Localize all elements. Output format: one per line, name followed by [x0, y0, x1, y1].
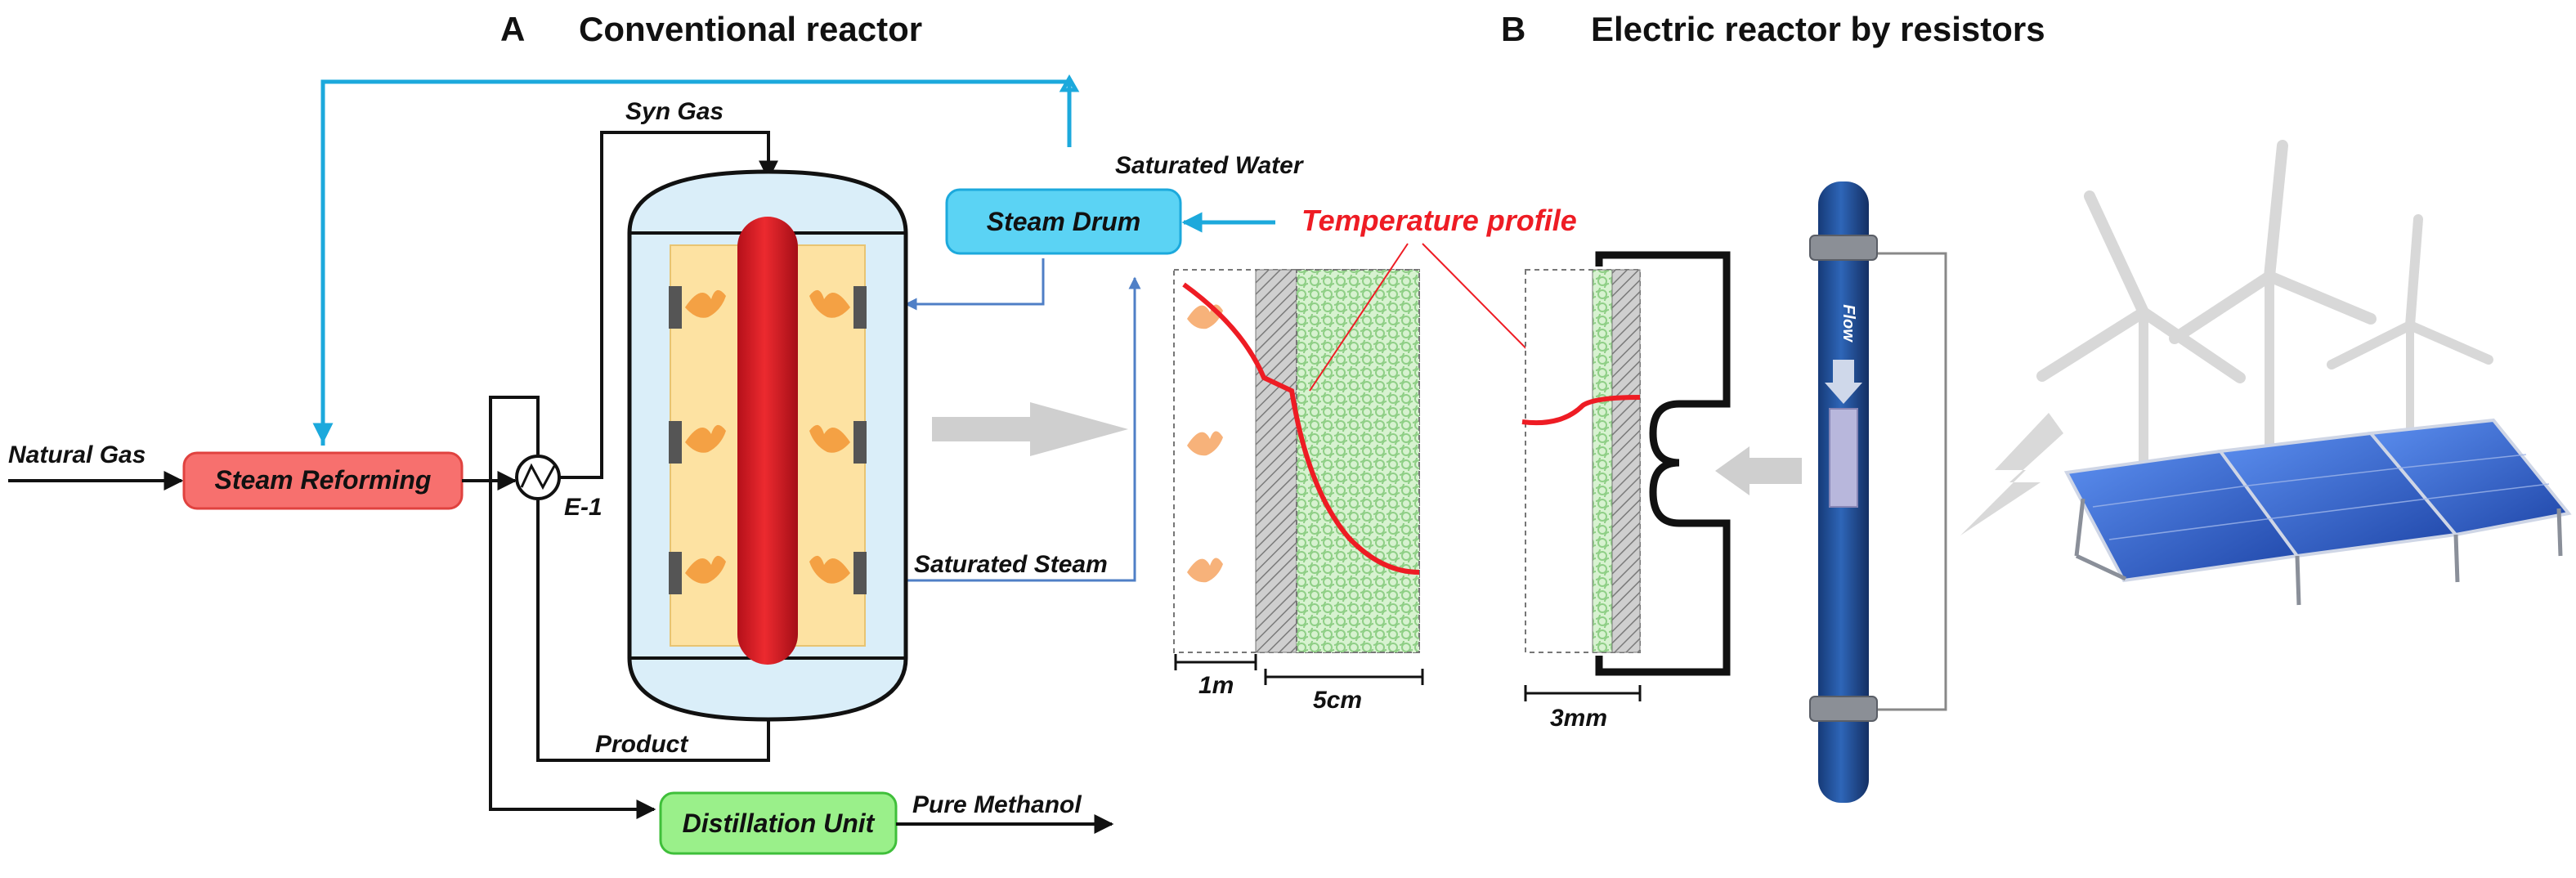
electric-tube: Flow [1809, 181, 1947, 803]
e1-heat-exchanger [515, 455, 561, 500]
scale-bar-5cm [1264, 669, 1424, 685]
panel-a-letter: A [500, 10, 525, 48]
scale-bar-1m [1174, 654, 1257, 670]
electric-profile [1521, 269, 1641, 653]
water-loop-line [312, 74, 1275, 446]
natural-gas-label: Natural Gas [8, 441, 146, 468]
distillation-unit-box: Distillation Unit [659, 791, 898, 855]
wind-turbines [2036, 140, 2493, 495]
panel-a-title: Conventional reactor [579, 10, 922, 48]
gray-arrow-left [1715, 446, 1802, 495]
pure-methanol-label: Pure Methanol [912, 791, 1082, 818]
conventional-profile [1173, 269, 1420, 653]
e1-label: E-1 [564, 494, 603, 521]
steam-reforming-box: Steam Reforming [182, 451, 464, 510]
saturated-steam-label: Saturated Steam [914, 551, 1108, 578]
steam-drum-label: Steam Drum [987, 207, 1141, 236]
panel-b-letter: B [1501, 10, 1525, 48]
syn-gas-line [559, 131, 778, 479]
product-label: Product [595, 731, 689, 758]
panel-b-title: Electric reactor by resistors [1591, 10, 2045, 48]
scale-1m-label: 1m [1198, 672, 1234, 699]
flow-label: Flow [1839, 304, 1857, 343]
gray-arrow-right [932, 402, 1128, 456]
product-recycle-line [489, 396, 770, 819]
distillation-unit-label: Distillation Unit [683, 809, 876, 838]
steam-drum-box: Steam Drum [945, 188, 1182, 255]
scale-bar-3mm [1524, 685, 1642, 701]
steam-lines [904, 258, 1141, 582]
scale-3mm-label: 3mm [1550, 705, 1607, 732]
lightning-icon [1960, 413, 2063, 535]
saturated-water-label: Saturated Water [1115, 152, 1305, 179]
resistor-circuit [1595, 251, 1731, 676]
temperature-profile-label: Temperature profile [1301, 204, 1577, 237]
temp-pointer-a [1309, 243, 1409, 392]
conventional-reactor [627, 169, 908, 722]
syn-gas-label: Syn Gas [625, 98, 724, 125]
solar-panels [2063, 418, 2572, 606]
scale-5cm-label: 5cm [1313, 687, 1362, 714]
steam-reforming-label: Steam Reforming [215, 465, 432, 495]
